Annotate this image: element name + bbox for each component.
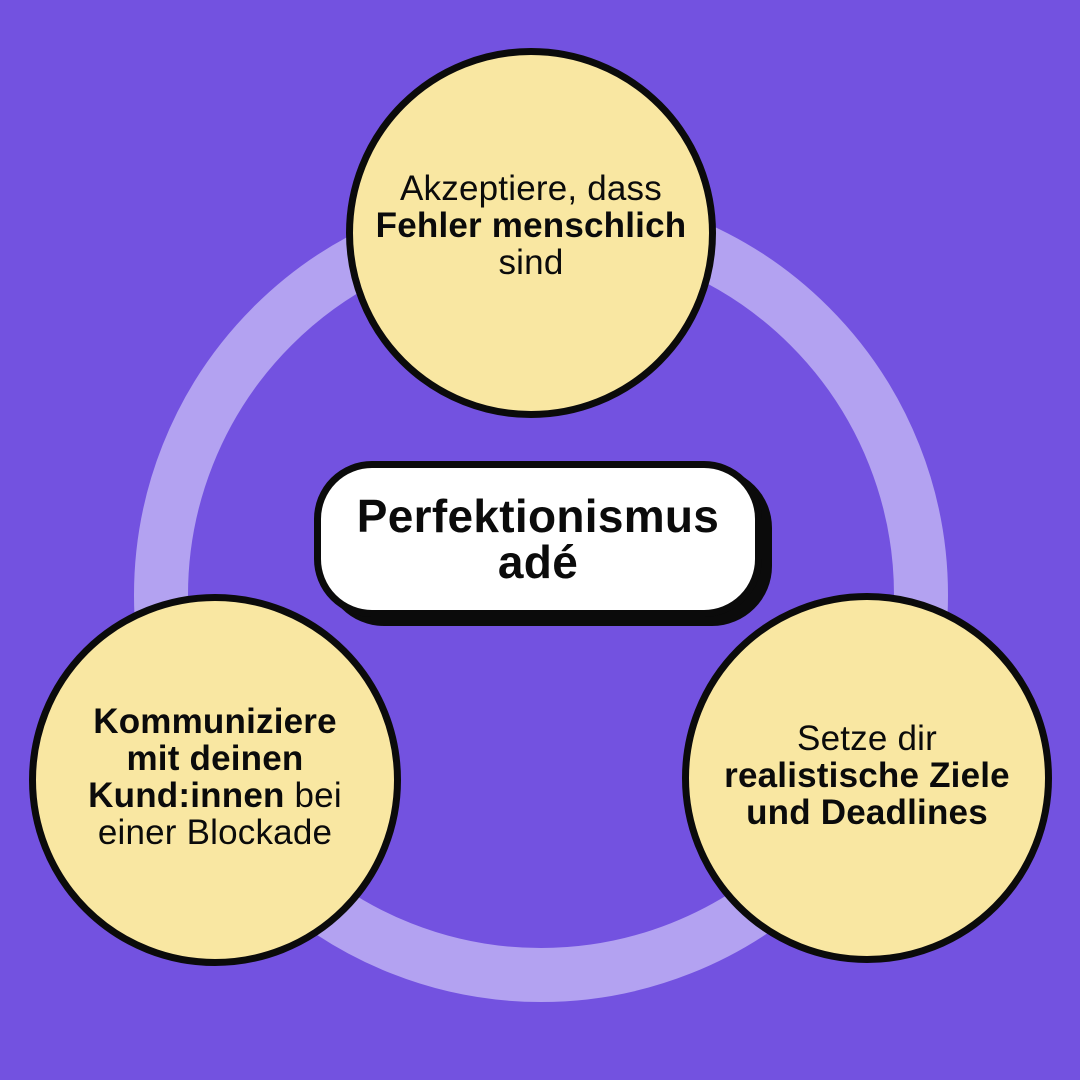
node-left-line-3b: bei: [294, 776, 342, 815]
center-label: Perfektionismus adé: [314, 461, 762, 617]
node-right-line-2: realistische Ziele: [724, 755, 1010, 795]
node-left-line-4: einer Blockade: [97, 813, 333, 852]
node-left-line-1: Kommuniziere: [93, 702, 337, 741]
node-left-line-2: mit deinen: [126, 739, 304, 778]
node-right-line-1: Setze dir: [797, 718, 937, 758]
node-communicate: Kommuniziere mit deinen Kund:innen bei e…: [29, 594, 401, 966]
center-title-line-1: Perfektionismus: [356, 490, 720, 542]
center-title-line-2: adé: [497, 536, 579, 588]
center-title: Perfektionismus adé: [357, 493, 719, 585]
node-realistic-goals: Setze dir realistische Ziele und Deadlin…: [682, 593, 1052, 963]
node-accept-mistakes-text: Akzeptiere, dass Fehler menschlich sind: [376, 170, 687, 281]
node-communicate-text: Kommuniziere mit deinen Kund:innen bei e…: [88, 703, 342, 851]
node-accept-mistakes: Akzeptiere, dass Fehler menschlich sind: [346, 48, 716, 418]
node-top-line-2: Fehler menschlich: [375, 205, 687, 245]
node-realistic-goals-text: Setze dir realistische Ziele und Deadlin…: [724, 720, 1010, 831]
node-left-line-3a: Kund:innen: [88, 776, 285, 815]
node-top-line-1: Akzeptiere, dass: [400, 168, 662, 208]
node-top-line-3: sind: [498, 242, 564, 282]
node-right-line-3: und Deadlines: [746, 792, 988, 832]
